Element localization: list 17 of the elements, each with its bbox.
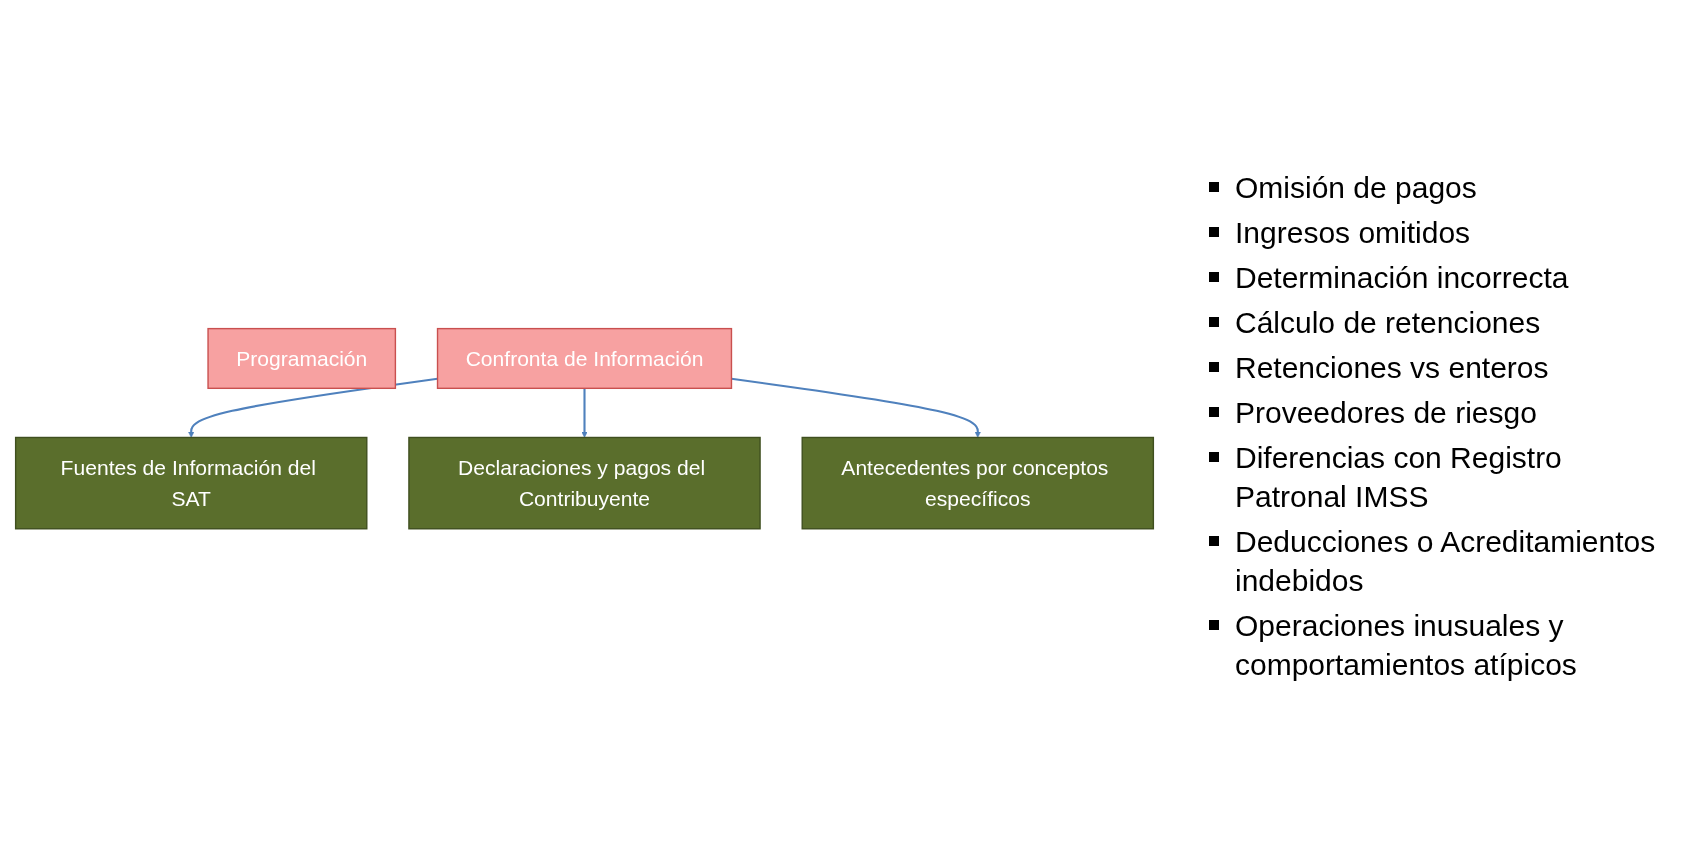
arrow xyxy=(581,388,588,438)
arrow xyxy=(188,377,438,438)
bullet-item: Deducciones o Acreditamientos indebidos xyxy=(1235,523,1657,599)
bullet-item: Ingresos omitidos xyxy=(1235,214,1471,251)
node-box: Antecedentes por conceptos específicos xyxy=(801,436,1155,530)
node-box: Programación xyxy=(207,327,397,389)
bullet-item: Omisión de pagos xyxy=(1235,169,1477,206)
node-box: Confronta de Información xyxy=(436,327,733,389)
node-box: Fuentes de Información del SAT xyxy=(14,436,368,530)
bullet-item: Proveedores de riesgo xyxy=(1235,394,1537,431)
node-box: Declaraciones y pagos del Contribuyente xyxy=(408,436,761,530)
bullet-item: Determinación incorrecta xyxy=(1235,259,1569,296)
bullet-item: Cálculo de retenciones xyxy=(1235,304,1541,341)
bullet-item: Retenciones vs enteros xyxy=(1235,349,1549,386)
bullet-item: Operaciones inusuales y comportamientos atípicos xyxy=(1235,607,1578,683)
arrow xyxy=(731,377,981,438)
bullet-item: Diferencias con Registro Patronal IMSS xyxy=(1235,439,1563,515)
